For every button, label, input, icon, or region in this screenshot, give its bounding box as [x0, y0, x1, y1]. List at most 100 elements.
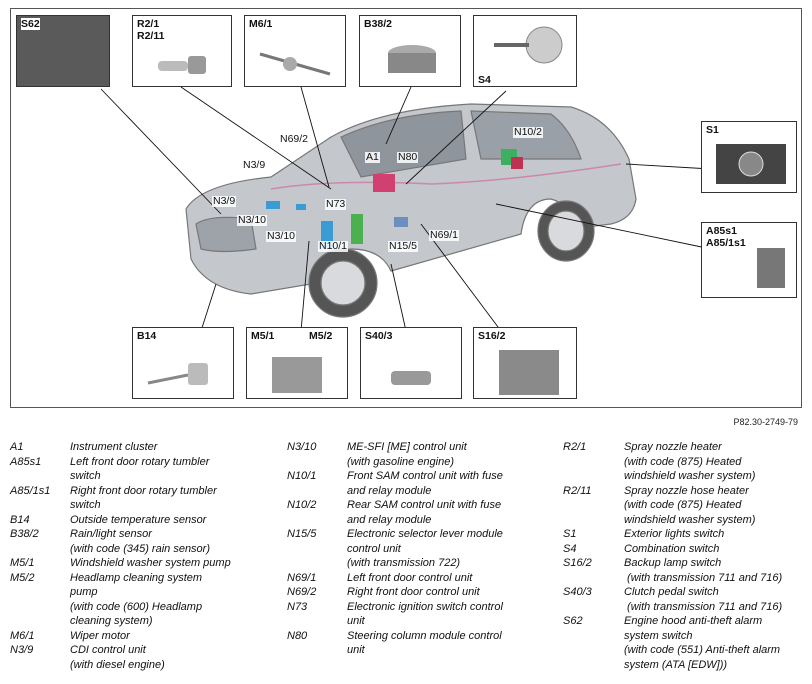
component-box-b14: B14 [132, 327, 234, 399]
component-box-r2: R2/1 R2/11 [132, 15, 232, 87]
legend-description: Right front door control unit [347, 586, 480, 598]
component-box-m6: M6/1 [244, 15, 346, 87]
legend-code: N10/2 [287, 499, 317, 511]
legend-description: Rain/light sensor (with code (345) rain … [70, 528, 211, 555]
component-box-a85: A85s1 A85/1s1 [701, 222, 797, 298]
legend-description: Outside temperature sensor [70, 513, 207, 526]
washer-pump-icon [272, 357, 322, 393]
legend-description: Left front door control unit [347, 571, 473, 584]
temperature-sensor-icon [147, 363, 208, 385]
legend-code: N69/2 [287, 586, 317, 598]
legend-item: A85/1s1 Right front door rotary tumbler s… [10, 484, 280, 513]
legend-item: N10/2 Rear SAM control unit with fuse and… [287, 498, 557, 527]
car-body [185, 103, 637, 318]
legend-item: R2/1 Spray nozzle heater (with code (875)… [563, 440, 808, 484]
tag-n3-9b: N3/9 [212, 195, 237, 207]
legend-item: N73 Electronic ignition switch control un… [287, 600, 557, 629]
spray-nozzle-icon [158, 56, 206, 74]
legend-item: R2/11 Spray nozzle hose heater (with code… [563, 484, 808, 528]
legend-code: R2/11 [563, 484, 592, 497]
component-box-s4: S4 [473, 15, 577, 87]
component-highlights [266, 149, 523, 249]
legend-item: A1 Instrument cluster [10, 440, 280, 455]
legend-code: S1 [563, 528, 577, 540]
legend-code: A85s1 [10, 455, 42, 468]
legend-code: N3/10 [287, 441, 317, 453]
light-switch-icon [716, 144, 786, 184]
legend-description: Front SAM control unit with fuse and rel… [347, 470, 503, 497]
legend-description: Spray nozzle heater (with code (875) Hea… [624, 441, 756, 482]
component-box-s40: S40/3 [360, 327, 462, 399]
legend-description: Left front door rotary tumbler switch [70, 455, 210, 483]
legend-description: Rear SAM control unit with fuse and rela… [347, 499, 502, 526]
tag-n69-1: N69/1 [429, 229, 460, 241]
tag-n80: N80 [397, 151, 419, 163]
legend-item: M6/1 Wiper motor [10, 629, 280, 644]
legend-description: Wiper motor [70, 629, 130, 642]
legend-code: A1 [10, 441, 24, 453]
legend-description: Windshield washer system pump [70, 557, 231, 569]
legend-item: S62 Engine hood anti-theft alarm system s… [563, 614, 808, 672]
legend-item: N69/2 Right front door control unit [287, 585, 557, 600]
legend-description: Headlamp cleaning system pump (with code… [70, 571, 203, 628]
legend-code: R2/1 [563, 441, 587, 453]
tag-n69-2: N69/2 [279, 133, 310, 145]
combination-switch-icon [494, 26, 563, 64]
legend-code: B38/2 [10, 528, 39, 540]
component-box-s16: S16/2 [473, 327, 577, 399]
legend-code: N69/1 [287, 571, 317, 584]
tag-n3-10a: N3/10 [237, 214, 268, 226]
door-lock-icon [757, 248, 785, 288]
legend-code: N73 [287, 600, 308, 613]
legend-description: Right front door rotary tumbler switch [70, 484, 217, 512]
legend-item: B14 Outside temperature sensor [10, 513, 280, 528]
legend-code: S62 [563, 615, 583, 627]
tag-n15-5: N15/5 [388, 240, 419, 252]
legend-code: B14 [10, 513, 30, 526]
diagram-figure: S62 R2/1 R2/11 M6/1 B38/2 S4 S1 A85s1 A8… [10, 8, 802, 408]
tag-n3-9a: N3/9 [242, 159, 267, 171]
wiper-motor-icon [259, 52, 331, 76]
legend-code: S16/2 [563, 557, 592, 569]
legend-item: S16/2 Backup lamp switch (with transmissi… [563, 556, 808, 585]
legend-code: N10/1 [287, 470, 317, 482]
tag-n10-1: N10/1 [318, 240, 349, 252]
legend-description: Engine hood anti-theft alarm system swit… [624, 615, 781, 671]
legend-item: S40/3 Clutch pedal switch (with transmiss… [563, 585, 808, 614]
legend-description: Backup lamp switch (with transmission 71… [624, 557, 783, 584]
legend-code: S40/3 [563, 586, 592, 598]
legend-item: N3/9 CDI control unit (with diesel engine… [10, 643, 280, 672]
legend-item: S1 Exterior lights switch [563, 527, 808, 542]
legend-description: Steering column module control unit [347, 629, 502, 657]
legend-item: N69/1 Left front door control unit [287, 571, 557, 586]
legend-code: M5/2 [10, 571, 35, 584]
component-box-b38: B38/2 [359, 15, 461, 87]
legend-code: M6/1 [10, 629, 35, 642]
legend-description: Electronic selector lever module control… [347, 528, 503, 569]
legend-code: N3/9 [10, 644, 34, 656]
legend-column-3: R2/1 Spray nozzle heater (with code (875)… [563, 440, 808, 672]
component-box-s62: S62 [16, 15, 110, 87]
legend-description: Clutch pedal switch (with transmission 7… [624, 586, 783, 613]
legend-item: A85s1 Left front door rotary tumbler swit… [10, 455, 280, 484]
rain-sensor-icon [388, 45, 436, 73]
tag-n73: N73 [325, 198, 347, 210]
legend-code: S4 [563, 542, 577, 555]
legend-description: CDI control unit (with diesel engine) [70, 644, 165, 671]
component-box-s1: S1 [701, 121, 797, 193]
tag-n3-10b: N3/10 [266, 230, 297, 242]
legend-description: Electronic ignition switch control unit [347, 600, 503, 628]
figure-id: P82.30-2749-79 [733, 417, 798, 427]
legend-code: A85/1s1 [10, 484, 51, 497]
tag-n10-2: N10/2 [513, 126, 544, 138]
legend-item: M5/2 Headlamp cleaning system pump (with … [10, 571, 280, 629]
legend-description: Exterior lights switch [624, 528, 725, 540]
legend-description: Spray nozzle hose heater (with code (875… [624, 484, 756, 526]
legend-description: Instrument cluster [70, 441, 158, 453]
